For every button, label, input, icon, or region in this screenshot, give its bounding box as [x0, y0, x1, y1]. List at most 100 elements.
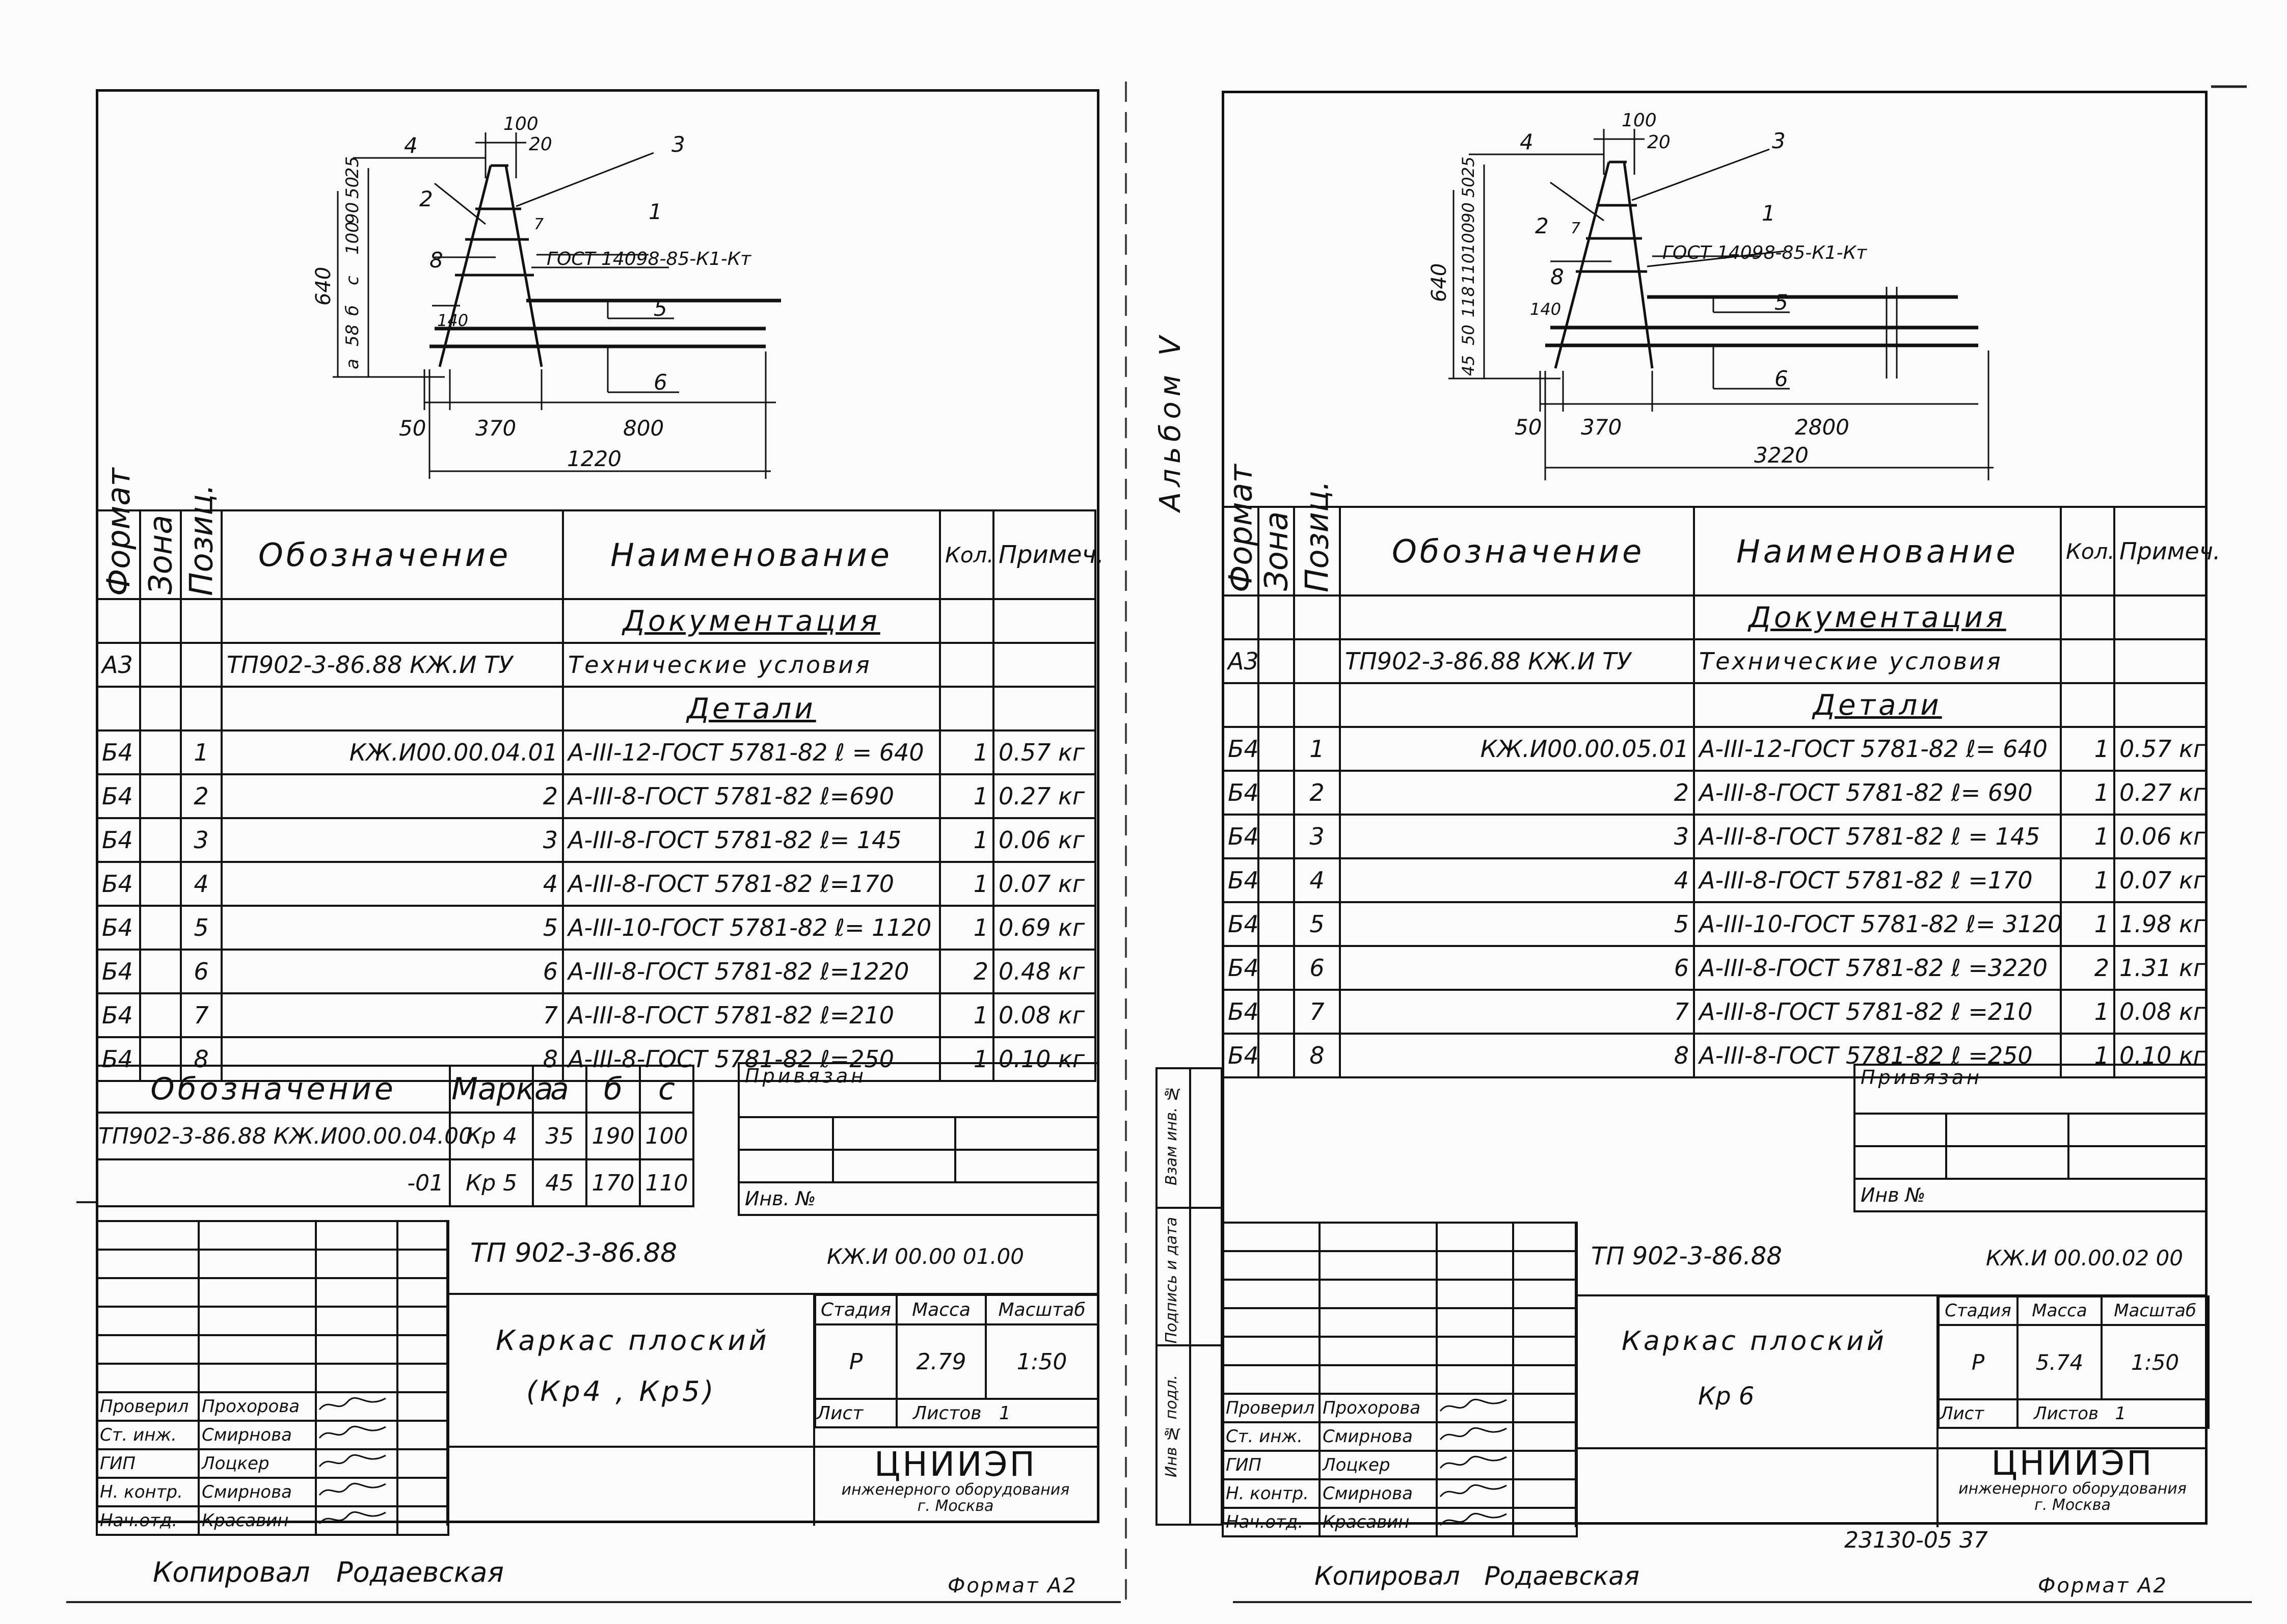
right-title-line2: Кр 6: [1698, 1382, 1755, 1411]
row-format: Б4: [1222, 1033, 1259, 1078]
row-zone: [1257, 857, 1295, 903]
signature-scribble: [318, 1397, 386, 1410]
right-sheet-number: 23130-05 37: [1844, 1527, 1988, 1553]
row-quantity: 1: [939, 729, 994, 775]
row-name: А-III-8-ГОСТ 5781-82 ℓ = 145: [1693, 814, 2062, 859]
row-position: 4: [180, 861, 223, 907]
variant-b: 170: [585, 1158, 641, 1207]
left-dim-800: 800: [623, 416, 664, 441]
right-title-line1: Каркас плоский: [1622, 1326, 1887, 1357]
signature-row: Н. контр.Смирнова: [96, 1477, 449, 1507]
right-dim-50: 50: [1515, 415, 1542, 440]
signature-scribble: [1439, 1398, 1507, 1412]
row-designation: 3: [1339, 814, 1695, 859]
handwritten-signature: [1436, 1393, 1514, 1423]
signature-role: ГИП: [1222, 1450, 1321, 1480]
album-label: Альбом V: [1154, 331, 1187, 512]
row-designation: 5: [221, 905, 564, 951]
row-name: А-III-8-ГОСТ 5781-82 ℓ =170: [1693, 857, 2062, 903]
right-dim-50a: 50: [1459, 324, 1478, 345]
col-name: Наименование: [562, 509, 941, 600]
row-zone: [1257, 901, 1295, 947]
right-format-label: Формат А2: [2038, 1574, 2168, 1598]
row-position: 6: [1293, 945, 1341, 991]
row-format: Б4: [96, 817, 141, 863]
row-position: 1: [180, 729, 223, 775]
row-name: А-III-8-ГОСТ 5781-82 ℓ =210: [1693, 989, 2062, 1035]
signature-date: [396, 1391, 449, 1422]
right-dim-140: 140: [1530, 300, 1561, 319]
row-designation: КЖ.И00.00.04.01: [221, 729, 564, 775]
row-name: А-III-10-ГОСТ 5781-82 ℓ= 3120: [1693, 901, 2062, 947]
signature-row: Ст. инж.Смирнова: [1222, 1421, 1578, 1452]
row-quantity: 2: [2060, 945, 2115, 991]
left-callout-5: 5: [654, 296, 667, 321]
right-mass: 5.74: [2016, 1324, 2103, 1400]
signature-role: Нач.отд.: [1222, 1507, 1321, 1537]
row-designation: 6: [1339, 945, 1695, 991]
right-dim-370: 370: [1581, 415, 1622, 440]
right-stage: Р: [1938, 1324, 2019, 1400]
signature-role: Ст. инж.: [1222, 1421, 1321, 1452]
right-scale: 1:50: [2101, 1324, 2210, 1400]
right-callout-8: 8: [1550, 264, 1564, 289]
row-zone: [139, 861, 182, 907]
col-note: Примеч.: [992, 509, 1104, 600]
right-callout-1: 1: [1762, 201, 1775, 226]
right-callout-6: 6: [1774, 366, 1788, 391]
left-callout-3: 3: [671, 132, 685, 157]
signature-scribble: [318, 1482, 386, 1496]
right-project-code: ТП 902-3-86.88: [1591, 1242, 1782, 1270]
left-dim-b: б: [342, 305, 363, 316]
row-name: А-III-12-ГОСТ 5781-82 ℓ= 640: [1693, 726, 2062, 772]
right-titleblock-lines: [1575, 1222, 2208, 1527]
row-designation: КЖ.И00.00.05.01: [1339, 726, 1695, 772]
right-dim-2800: 2800: [1795, 415, 1849, 440]
row-note: 0.57 кг: [2113, 726, 2207, 772]
left-stage: Р: [814, 1323, 898, 1400]
row-zone: [1257, 726, 1295, 772]
row-designation: 6: [221, 949, 564, 994]
left-dim-140: 140: [437, 311, 468, 330]
left-dim-50v: 50: [342, 177, 363, 199]
handwritten-signature: [315, 1505, 398, 1536]
row-name: А-III-8-ГОСТ 5781-82 ℓ=690: [562, 773, 941, 819]
right-gost-label: ГОСТ 14098-85-К1-Кт: [1662, 242, 1867, 263]
row-zone: [1257, 814, 1295, 859]
row-zone: [139, 949, 182, 994]
signature-role: Нач.отд.: [96, 1505, 200, 1536]
signature-name: Прохорова: [1319, 1393, 1438, 1423]
left-doc-row: А3 ТП902-3-86.88 КЖ.И ТУ Технические усл…: [96, 642, 1096, 688]
row-format: Б4: [96, 905, 141, 951]
right-dim-20: 20: [1647, 132, 1671, 153]
left-dim-58: 58: [342, 324, 363, 346]
right-dim-50b: 50: [1459, 177, 1478, 198]
right-dim-3220: 3220: [1754, 443, 1809, 468]
handwritten-signature: [315, 1391, 398, 1422]
row-position: 7: [1293, 989, 1341, 1035]
row-quantity: 1: [2060, 857, 2115, 903]
row-format: Б4: [96, 861, 141, 907]
row-note: 0.57 кг: [992, 729, 1096, 775]
row-designation: 8: [1339, 1033, 1695, 1078]
signature-date: [1512, 1478, 1578, 1509]
signature-role: Проверил: [96, 1391, 200, 1422]
left-dim-1220: 1220: [567, 446, 622, 471]
right-dim-118: 118: [1459, 286, 1478, 317]
signature-date: [1512, 1393, 1578, 1423]
left-dim-370: 370: [475, 416, 516, 441]
side-stamp-replace: Взам инв. №: [1163, 1085, 1180, 1185]
row-quantity: 1: [2060, 770, 2115, 816]
row-position: 5: [1293, 901, 1341, 947]
signature-row: Н. контр.Смирнова: [1222, 1478, 1578, 1509]
right-dim-45: 45: [1459, 355, 1478, 376]
row-quantity: 1: [939, 773, 994, 819]
